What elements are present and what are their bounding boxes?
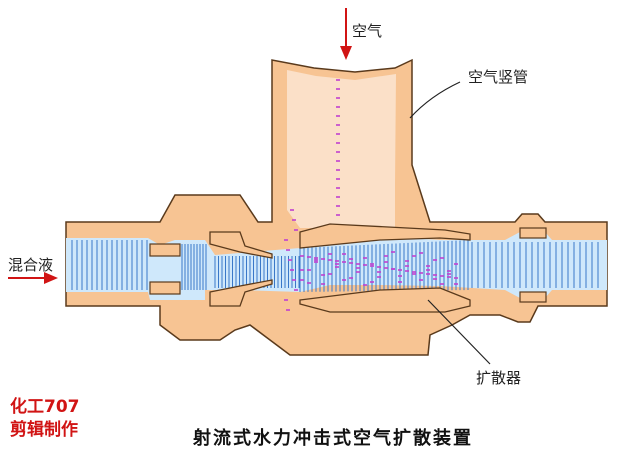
air-inlet-arrow-icon [340,8,352,60]
inlet-fitting-lower [149,281,181,295]
liquid-inlet-arrow-icon [8,272,58,284]
air-bubbles [284,79,458,311]
air-riser-channel [287,70,396,228]
air-label: 空气 [352,22,383,40]
air-pipe-leader-line [409,81,461,119]
diffuser-leader-line [427,299,491,365]
outlet-ring-lower [519,291,547,303]
diffuser-upper-wall [299,223,471,249]
diffuser-label: 扩散器 [476,369,522,387]
liquid-flow-lines [71,240,599,292]
outlet-ring-upper [519,227,547,239]
liquid-inlet-label: 混合液 [8,256,54,274]
diffuser-lower-wall [299,287,471,313]
brand-line-1: 化工707 [10,397,80,417]
inlet-fitting-upper [149,243,181,257]
nozzle-upper [209,231,273,259]
diagram-caption: 射流式水力冲击式空气扩散装置 [193,428,473,449]
brand-watermark: 化工707 剪辑制作 [10,396,80,442]
nozzle-lower [209,279,273,307]
brand-line-2: 剪辑制作 [10,420,78,440]
air-pipe-label: 空气竖管 [468,68,529,86]
